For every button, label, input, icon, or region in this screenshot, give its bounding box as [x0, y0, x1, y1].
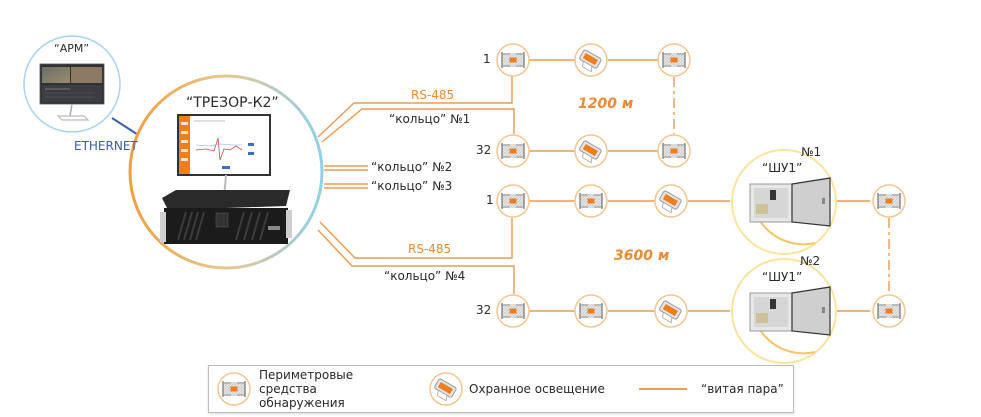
legend: Периметровые средства обнаружения Охранн…: [208, 365, 794, 413]
rs485-bottom-line-b: [317, 229, 515, 294]
cabinet-1-label: “ШУ1”: [762, 161, 803, 175]
ring2-label: “кольцо” №2: [371, 160, 453, 174]
legend-sensor-label: Периметровые средства обнаружения: [259, 368, 354, 410]
rs485-top-line-b: [321, 108, 515, 143]
cables: [111, 59, 890, 312]
perimeter-sensor-icon: [496, 294, 530, 328]
cabinet-icon: [749, 177, 831, 227]
top-last-index: 32: [476, 143, 492, 157]
server-node: [128, 74, 324, 270]
arm-workstation: [23, 35, 121, 133]
perimeter-sensor-icon: [657, 134, 691, 168]
ethernet-cable: [111, 117, 141, 137]
rs485-top-label: RS-485: [411, 88, 455, 102]
bottom-distance-label: 3600 м: [614, 248, 670, 264]
legend-item-cable: “витая пара”: [639, 366, 784, 412]
top-first-index: 1: [483, 52, 491, 66]
cabinet-1-number: №1: [801, 145, 822, 159]
legend-item-light: Охранное освещение: [429, 366, 605, 412]
arm-label: “АРМ”: [54, 42, 90, 55]
ring3-label: “кольцо” №3: [371, 179, 453, 193]
cabinet-2-number: №2: [800, 254, 821, 268]
legend-item-sensor: Периметровые средства обнаружения: [217, 366, 399, 412]
cabinet-node-2: [731, 258, 837, 364]
legend-light-label: Охранное освещение: [469, 382, 605, 396]
perimeter-sensor-icon: [496, 134, 530, 168]
security-light-icon: [429, 372, 463, 406]
rs485-bottom-line-a: [319, 218, 513, 259]
perimeter-sensor-icon: [657, 43, 691, 77]
security-light-icon: [574, 134, 608, 168]
bottom-first-index: 1: [486, 193, 494, 207]
security-light-icon: [654, 294, 688, 328]
perimeter-sensor-icon: [574, 294, 608, 328]
security-light-icon: [654, 184, 688, 218]
cabinet-icon: [749, 286, 831, 336]
ethernet-label: ETHERNET: [74, 139, 138, 153]
rs485-top-line-a: [317, 76, 513, 138]
perimeter-sensor-icon: [496, 43, 530, 77]
server-label: “ТРЕЗОР-К2”: [186, 95, 279, 111]
ring4-label: “кольцо” №4: [384, 269, 466, 283]
cabinet-2-label: “ШУ1”: [762, 270, 803, 284]
monitor-icon: [39, 63, 105, 121]
top-distance-label: 1200 м: [578, 96, 634, 112]
legend-cable-label: “витая пара”: [701, 382, 784, 396]
security-light-icon: [574, 43, 608, 77]
perimeter-sensor-icon: [496, 184, 530, 218]
perimeter-sensor-icon: [872, 294, 906, 328]
ring1-label: “кольцо” №1: [389, 112, 471, 126]
cabinet-node-1: [731, 149, 837, 255]
perimeter-sensor-icon: [217, 372, 251, 406]
perimeter-sensor-icon: [574, 184, 608, 218]
bottom-loop-devices: [496, 184, 906, 328]
rs485-bottom-label: RS-485: [408, 242, 452, 256]
server-with-monitor-icon: [160, 114, 292, 244]
perimeter-sensor-icon: [872, 184, 906, 218]
line-icon: [639, 388, 687, 390]
bottom-last-index: 32: [476, 303, 492, 317]
